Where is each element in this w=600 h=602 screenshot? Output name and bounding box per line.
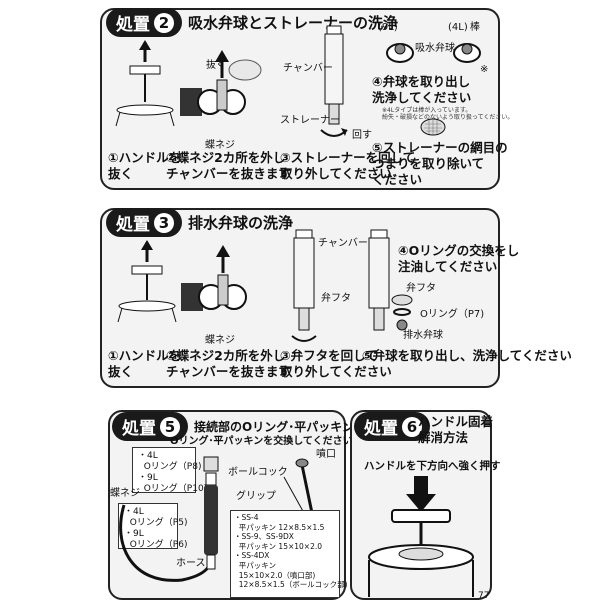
section-2-title: 吸水弁球とストレーナーの洗浄 [188, 14, 399, 32]
valve-ball-illustration [386, 43, 481, 63]
handle-push-illustration [368, 476, 474, 597]
label-nozzle: 噴口 [316, 449, 336, 460]
label-drain-ball: 排水弁球 [403, 330, 443, 341]
p3-step-4: ④Oリングの交換をし 注油してください [398, 243, 520, 274]
section-5-subtitle: Oリング･平パッキンを交換してください [170, 436, 353, 447]
label-turn: 回す [352, 130, 372, 141]
section-6-header: 処置 6 [354, 412, 430, 441]
label-asterisk: ※ [480, 64, 489, 75]
label-oring-p7: Oリング（P7) [420, 309, 485, 320]
p2-note: ※4Lタイプは棒が入っています。 紛失・破損などのないよう取り扱ってください。 [382, 107, 514, 121]
label-strainer: ストレーナー [280, 115, 340, 126]
section-2-panel [100, 8, 500, 190]
handle-illustration-3 [117, 240, 177, 323]
label-wing-screw-3: 蝶ネジ [205, 335, 235, 346]
label-size-9l: (9L) [378, 22, 398, 33]
handle-illustration [115, 40, 175, 127]
p2-step-1: ①ハンドルを 抜く [108, 150, 182, 181]
label-hose: ホース [176, 558, 206, 569]
packing-box-right: ・SS-4 平パッキン 12×8.5×1.5 ・SS-9、SS-9DX 平パッキ… [230, 510, 348, 598]
label-pull: 抜く [206, 60, 226, 71]
label-rod: 棒 [470, 22, 480, 33]
section-6-title: ハンドル固着 解消方法 [418, 414, 494, 445]
section-6-badge: 処置 6 [354, 412, 430, 441]
strainer-illustration [320, 25, 348, 137]
section-3-title: 排水弁球の洗浄 [188, 214, 294, 232]
chamber-illustration-3 [291, 229, 317, 342]
label-size-4l: (4L) [448, 22, 468, 33]
label-grip: グリップ [236, 491, 276, 502]
strainer-mesh-icon [420, 118, 446, 136]
chamber-removal-illustration [180, 50, 262, 116]
p2-step-2: ②蝶ネジ2カ所を外し チャンバーを抜きます [166, 150, 291, 181]
section-6-instruction: ハンドルを下方向へ強く押す [364, 460, 501, 472]
section-3-header: 処置 3 排水弁球の洗浄 [106, 208, 293, 237]
label-wing-screw-5: 蝶ネジ [110, 488, 140, 499]
section-2-header: 処置 2 吸水弁球とストレーナーの洗浄 [106, 8, 398, 37]
p3-step-1: ①ハンドルを 抜く [108, 348, 182, 379]
chamber-illustration-3b [368, 229, 390, 331]
label-wing-screw: 蝶ネジ [205, 140, 235, 151]
label-valve-ball: 吸水弁球 [415, 43, 455, 54]
oring-box-top: ・4L Oリング（P8) ・9L Oリング（P10) [132, 447, 207, 494]
page-number: 77 [478, 591, 490, 601]
section-2-number: 2 [154, 12, 174, 33]
chamber-removal-illustration-3 [181, 245, 247, 311]
section-3-badge: 処置 3 [106, 208, 182, 237]
valve-cap-parts-icon [391, 294, 413, 331]
section-5-badge: 処置 5 [112, 412, 188, 441]
p2-step-5: ⑤ストレーナーの網目の つまりを取り除いて ください [372, 140, 508, 187]
section-6-number: 6 [402, 416, 422, 437]
p3-step-2: ②蝶ネジ2カ所を外し チャンバーを抜きます [166, 348, 291, 379]
p3-step-3: ③弁フタを回して 取り外してください [280, 348, 392, 379]
oring-box-left: ・4L Oリング（P5) ・9L Oリング（P6) [118, 503, 187, 550]
section-3-number: 3 [154, 212, 174, 233]
label-chamber: チャンバー [283, 63, 333, 74]
section-5-title: 接続部のOリング･平パッキン交換 [194, 420, 378, 434]
p3-step-5: ⑤弁球を取り出し、洗浄してください [362, 348, 572, 363]
section-5-header: 処置 5 接続部のOリング･平パッキン交換 [112, 412, 378, 441]
label-chamber-3: チャンバー [318, 238, 368, 249]
p2-step-3: ③ストレーナーを回して 取り外してください [280, 150, 416, 181]
label-ballcock: ボールコック [228, 467, 288, 478]
label-valve-cap: 弁フタ [321, 293, 351, 304]
section-5-number: 5 [160, 416, 180, 437]
p2-step-4: ④弁球を取り出し 洗浄してください [372, 74, 472, 105]
section-2-badge: 処置 2 [106, 8, 182, 37]
label-valve-cap-2: 弁フタ [406, 283, 436, 294]
